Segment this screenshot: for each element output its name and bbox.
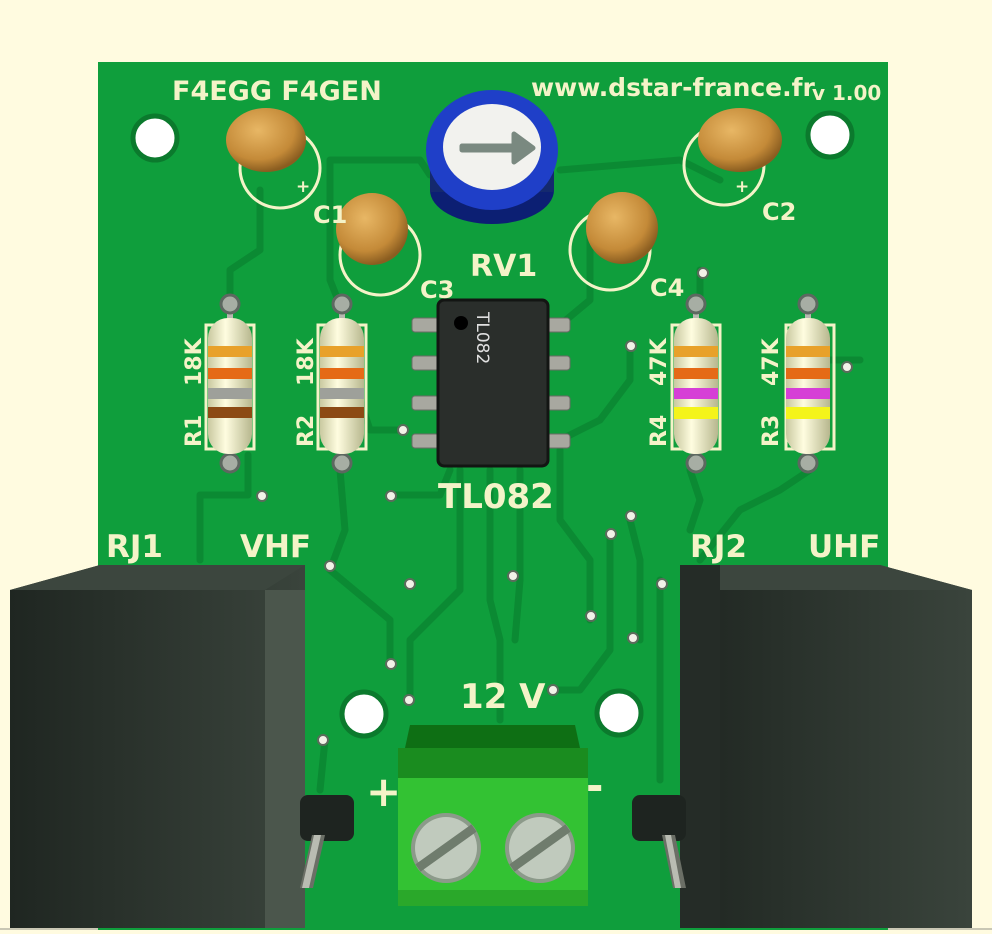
mounting-hole — [805, 110, 855, 160]
r1-value: 18K — [182, 337, 207, 386]
r1-ref: R1 — [182, 415, 207, 447]
r4-ref: R4 — [647, 415, 672, 447]
c2-label: C2 — [762, 198, 796, 226]
capacitor-c3-body — [336, 193, 408, 265]
capacitor-c2-body — [698, 108, 782, 172]
rj1-connector — [10, 565, 354, 928]
pin1-marker — [454, 316, 468, 330]
c1-label: C1 — [313, 201, 347, 229]
ic-label: TL082 — [438, 477, 554, 517]
power-minus: - — [586, 761, 603, 810]
version-text: v 1.00 — [812, 81, 881, 105]
resistor-r1 — [204, 293, 256, 474]
c1-polarity: + — [296, 177, 310, 197]
resistor-r4 — [670, 293, 722, 474]
website-text: www.dstar-france.fr — [531, 73, 816, 102]
capacitor-c1-body — [226, 108, 306, 172]
power-plus: + — [366, 767, 401, 816]
rj2-label: RJ2 — [690, 529, 747, 565]
rj2-band: UHF — [808, 529, 880, 565]
rj2-connector — [632, 565, 972, 928]
authors-text: F4EGG F4GEN — [172, 76, 382, 107]
ic-tl082: TL082 — [411, 298, 571, 468]
ic-marking: TL082 — [472, 311, 492, 364]
rj1-band: VHF — [240, 529, 311, 565]
c2-polarity: + — [735, 177, 749, 197]
r4-value: 47K — [647, 337, 672, 386]
mounting-hole — [339, 689, 389, 739]
mounting-hole — [594, 688, 644, 738]
screw-icon — [505, 813, 575, 883]
r2-ref: R2 — [294, 415, 319, 447]
power-terminal-block — [398, 725, 588, 906]
mounting-holes — [130, 110, 855, 739]
r3-ref: R3 — [759, 415, 784, 447]
mounting-hole — [130, 113, 180, 163]
arrow-icon — [459, 131, 536, 165]
vias — [256, 267, 853, 746]
capacitor-c4-body — [586, 192, 658, 264]
rv1-label: RV1 — [470, 249, 537, 284]
resistor-r2 — [316, 293, 368, 474]
r3-value: 47K — [759, 337, 784, 386]
screw-icon — [411, 813, 481, 883]
trimmer-rv1 — [426, 90, 558, 224]
r2-value: 18K — [294, 337, 319, 386]
power-label: 12 V — [460, 677, 546, 717]
rj1-label: RJ1 — [106, 529, 163, 565]
resistor-r3 — [784, 293, 836, 474]
c4-label: C4 — [650, 274, 684, 302]
